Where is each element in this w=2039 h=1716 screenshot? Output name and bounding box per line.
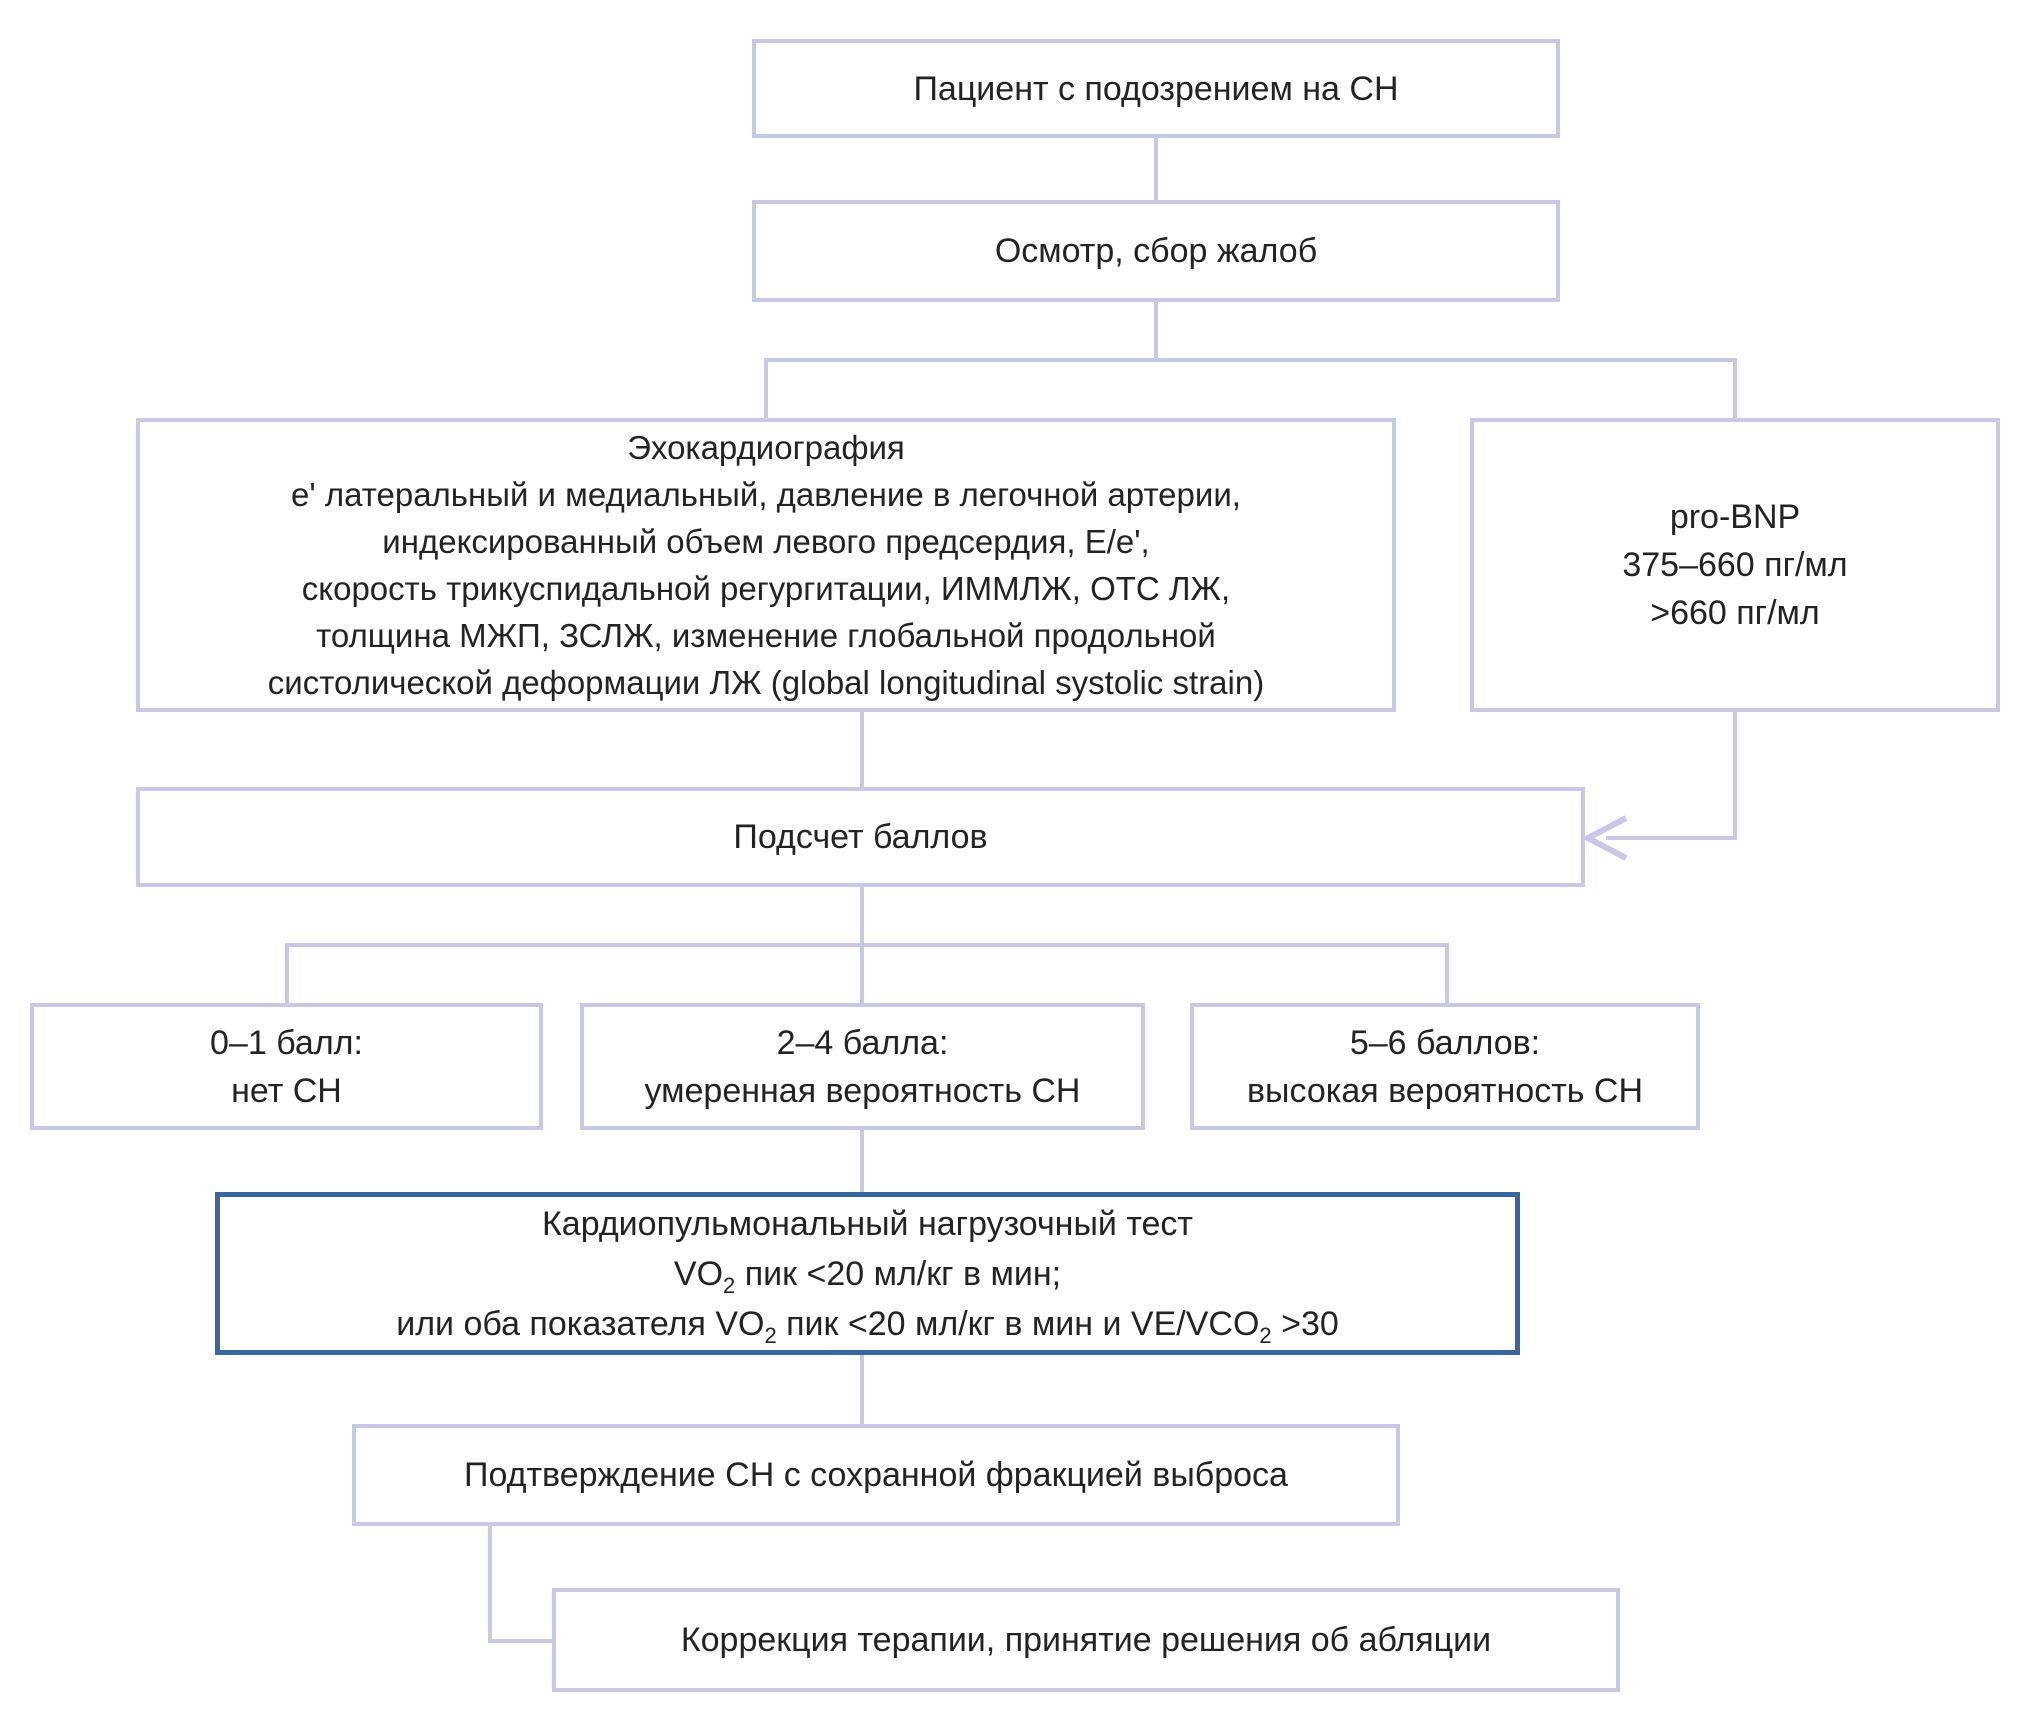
connector-split-high [1445,943,1449,1003]
node-score-0-1: 0–1 балл: нет СН [30,1003,543,1130]
node-patient: Пациент с подозрением на СН [752,39,1560,138]
node-cpet: Кардиопульмональный нагрузочный тест VO2… [215,1192,1520,1355]
node-correction-label: Коррекция терапии, принятие решения об а… [680,1621,1492,1659]
node-echo: Эхокардиография e' латеральный и медиаль… [136,418,1396,712]
connector-confirm-elbow-horizontal [488,1639,552,1643]
arrow-left-icon [1582,815,1628,861]
echo-line: e' латеральный и медиальный, давление в … [291,476,1241,513]
score-high-line: 5–6 баллов: [1349,1023,1541,1062]
connector-split-low [285,943,289,1003]
connector-probnp-arrow-shaft [1606,836,1737,840]
cpet-line: VO2 пик <20 мл/кг в мин; [673,1254,1062,1298]
node-exam-label: Осмотр, сбор жалоб [994,232,1318,270]
node-score: Подсчет баллов [136,787,1585,887]
probnp-line: 375–660 пг/мл [1622,546,1848,584]
connector-split-top-horizontal [764,358,1737,362]
echo-line: индексированный объем левого предсердия,… [382,523,1150,560]
echo-line: толщина МЖП, ЗСЛЖ, изменение глобальной … [316,617,1216,654]
connector-split-probnp [1733,358,1737,418]
node-exam: Осмотр, сбор жалоб [752,200,1560,302]
connector-patient-exam [1154,138,1158,200]
cpet-line: Кардиопульмональный нагрузочный тест [542,1204,1193,1243]
score-mid-line: 2–4 балла: [776,1023,949,1062]
score-mid-line: умеренная вероятность СН [644,1071,1081,1110]
connector-score-split [860,887,864,945]
connector-confirm-elbow-vertical [488,1526,492,1643]
connector-split-echo [764,358,768,418]
probnp-line: pro-BNP [1669,498,1801,536]
connector-cpet-confirm [860,1355,864,1424]
probnp-line: >660 пг/мл [1650,594,1820,632]
connector-mid-cpet [860,1130,864,1192]
node-score-5-6: 5–6 баллов: высокая вероятность СН [1190,1003,1700,1130]
node-confirm-hfpef: Подтверждение СН с сохранной фракцией вы… [352,1424,1400,1526]
echo-line: скорость трикуспидальной регургитации, И… [301,570,1231,607]
connector-probnp-down [1733,712,1737,840]
score-low-line: 0–1 балл: [210,1023,363,1062]
cpet-line: или оба показателя VO2 пик <20 мл/кг в м… [396,1304,1339,1348]
echo-line: систолической деформации ЛЖ (global long… [267,664,1265,701]
echo-line: Эхокардиография [627,429,905,466]
node-patient-label: Пациент с подозрением на СН [913,69,1399,108]
node-therapy-correction: Коррекция терапии, принятие решения об а… [552,1588,1620,1692]
connector-echo-score [860,712,864,787]
node-score-2-4: 2–4 балла: умеренная вероятность СН [580,1003,1145,1130]
connector-split-bottom-horizontal [285,943,1447,947]
connector-split-mid [860,943,864,1003]
node-pro-bnp: pro-BNP 375–660 пг/мл >660 пг/мл [1470,418,2000,712]
score-high-line: высокая вероятность СН [1246,1071,1644,1110]
node-confirm-label: Подтверждение СН с сохранной фракцией вы… [464,1456,1288,1494]
score-low-line: нет СН [231,1071,342,1110]
node-score-label: Подсчет баллов [733,818,988,856]
connector-exam-split [1154,302,1158,360]
